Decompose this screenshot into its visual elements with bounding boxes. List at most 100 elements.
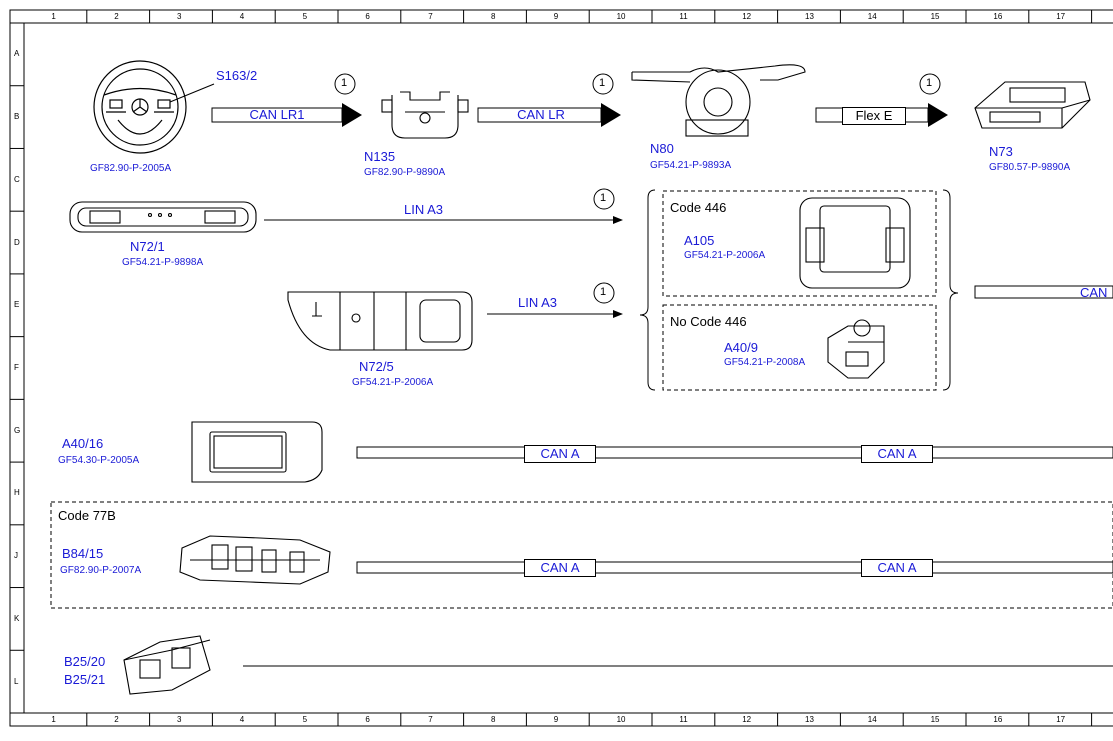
a40-16-drawing	[191, 421, 323, 483]
n72-5-drawing	[287, 291, 473, 351]
column-number: 3	[177, 12, 182, 21]
row-letter: A	[14, 49, 20, 59]
can-lr1-line	[211, 103, 362, 127]
code-446-box	[662, 190, 937, 297]
n72-1-drawing	[69, 201, 257, 233]
can-a-label-4: CAN A	[861, 559, 933, 577]
row-letter: G	[14, 425, 21, 435]
a105-drawing	[799, 197, 911, 289]
a105-label: A105	[684, 233, 715, 248]
column-number: 7	[428, 715, 433, 724]
column-number: 14	[867, 715, 877, 724]
flex-e-label: Flex E	[842, 107, 906, 125]
n80-drawing	[631, 64, 806, 137]
column-number: 1	[51, 12, 56, 21]
code-77b-label: Code 77B	[58, 508, 116, 523]
can-a-label-1: CAN A	[524, 445, 596, 463]
row-letter: D	[14, 237, 20, 247]
column-number: 10	[616, 12, 626, 21]
column-number: 15	[930, 715, 940, 724]
can-a-label-2: CAN A	[861, 445, 933, 463]
row-letter: F	[14, 363, 19, 372]
s163-leader	[169, 83, 215, 103]
row-letter: C	[14, 174, 20, 184]
column-number: 12	[742, 715, 752, 724]
s163-2-label: S163/2	[216, 68, 258, 83]
column-number: 3	[177, 715, 182, 724]
n135-label: N135	[364, 149, 396, 164]
n72-1-label: N72/1	[130, 239, 165, 254]
n135-ref: GF82.90-P-9890A	[364, 167, 446, 178]
column-number: 5	[302, 715, 308, 724]
n73-ref: GF80.57-P-9890A	[989, 162, 1071, 173]
n80-label: N80	[650, 141, 674, 156]
column-number: 14	[867, 12, 877, 21]
ruler-ticks	[10, 10, 1093, 726]
a40-16-label: A40/16	[62, 436, 104, 451]
can-lr1-label: CAN LR1	[249, 107, 305, 122]
a40-9-label: A40/9	[724, 340, 758, 355]
can-lr-line	[477, 103, 621, 127]
code-group-brace-left	[639, 189, 656, 391]
note-1-e	[593, 282, 615, 304]
column-number: 2	[114, 12, 119, 21]
a105-ref: GF54.21-P-2006A	[684, 250, 766, 261]
n72-1-ref: GF54.21-P-9898A	[122, 257, 204, 268]
b84-15-drawing	[179, 535, 331, 585]
column-number: 9	[553, 715, 559, 724]
column-number: 15	[930, 12, 940, 21]
row-letter: H	[14, 488, 20, 498]
column-number: 1	[51, 715, 56, 724]
note-1-b	[592, 73, 614, 95]
note-1-b-label: 1	[599, 77, 606, 89]
column-number: 11	[679, 715, 688, 724]
row-letter: K	[14, 613, 20, 623]
note-1-e-label: 1	[600, 286, 607, 298]
n73-label: N73	[989, 144, 1013, 159]
column-number: 4	[239, 12, 245, 21]
column-number: 12	[742, 12, 752, 21]
column-number: 4	[239, 715, 245, 724]
outer-frame	[9, 9, 1113, 727]
can-a-line-1	[356, 446, 1113, 459]
column-number: 16	[993, 12, 1003, 21]
column-number: 9	[553, 12, 559, 21]
n72-5-label: N72/5	[359, 359, 394, 374]
n73-drawing	[974, 81, 1091, 129]
can-lr-label: CAN LR	[517, 107, 565, 122]
code-group-brace-right	[942, 189, 959, 391]
b84-15-label: B84/15	[62, 546, 104, 561]
row-letter: B	[14, 112, 20, 122]
can-a-label-3: CAN A	[524, 559, 596, 577]
code-77b-box	[50, 501, 1113, 609]
column-number: 8	[491, 715, 496, 724]
note-1-c	[919, 73, 941, 95]
column-number: 6	[365, 715, 370, 724]
column-number: 13	[805, 715, 814, 724]
column-number: 11	[679, 12, 688, 21]
a40-9-drawing	[827, 319, 885, 379]
b25-drawing	[123, 635, 211, 695]
note-1-a	[334, 73, 356, 95]
lin-a3-top-label: LIN A3	[404, 202, 444, 217]
a40-9-ref: GF54.21-P-2008A	[724, 357, 806, 368]
can-right-label: CAN	[1080, 285, 1108, 300]
column-number: 10	[616, 715, 626, 724]
column-number: 13	[805, 12, 814, 21]
b25-20-label: B25/20	[64, 654, 106, 669]
note-1-d	[593, 188, 615, 210]
no-code-446-label: No Code 446	[670, 314, 747, 329]
can-a-line-2	[356, 561, 1113, 574]
row-letter: L	[14, 676, 19, 686]
column-number: 2	[114, 715, 119, 724]
no-code-446-box	[662, 304, 937, 391]
row-letter: J	[14, 551, 18, 561]
a40-16-ref: GF54.30-P-2005A	[58, 455, 140, 466]
b25-21-label: B25/21	[64, 672, 106, 687]
lin-a3-bottom-label: LIN A3	[518, 295, 558, 310]
column-number: 16	[993, 715, 1003, 724]
column-number: 8	[491, 12, 496, 21]
can-right-line	[974, 285, 1113, 299]
